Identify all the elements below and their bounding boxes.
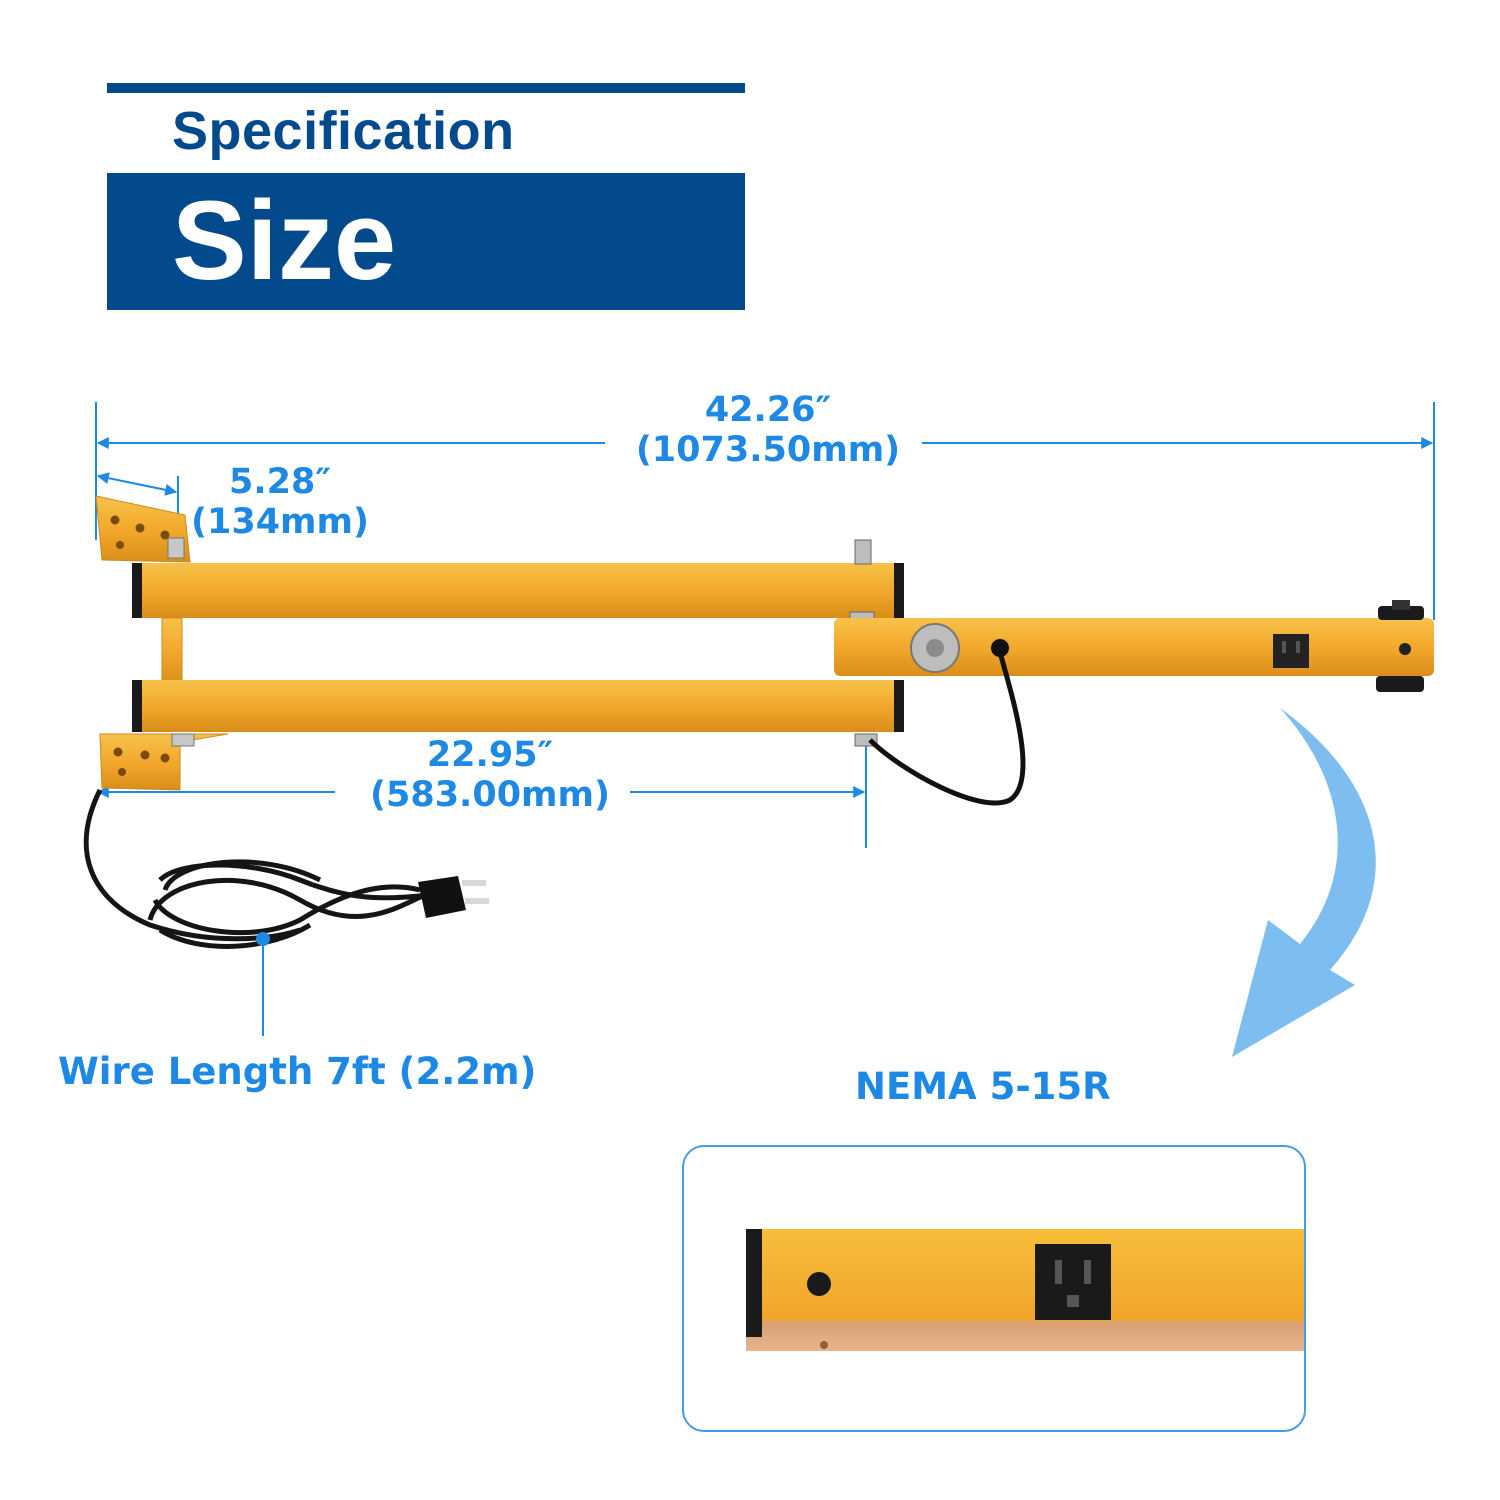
dimension-total-lines: [95, 402, 1435, 620]
header-subtitle: Specification: [172, 101, 515, 161]
outlet-detail-view: [746, 1229, 1306, 1351]
header-band: [107, 173, 745, 310]
power-cord-coil: [83, 788, 431, 949]
mount-hole-icon: [807, 1272, 831, 1296]
dimension-arm-label: 22.95″ (583.00mm): [355, 735, 625, 815]
dimension-bracket-label: 5.28″ (134mm): [180, 462, 380, 542]
outlet-type-label: NEMA 5-15R: [855, 1065, 1111, 1108]
upper-wall-bracket: [95, 495, 191, 563]
header-rule: [107, 83, 745, 93]
wire-length-label: Wire Length 7ft (2.2m): [58, 1050, 537, 1093]
dimension-total-label: 42.26″ (1073.50mm): [618, 390, 918, 470]
plug-icon: [418, 876, 489, 918]
dimension-bracket-metric: (134mm): [191, 502, 369, 542]
wire-callout: [256, 932, 270, 1036]
lower-wall-bracket: [99, 733, 229, 791]
dimension-arm-metric: (583.00mm): [370, 775, 610, 815]
outlet-icon: [1035, 1244, 1111, 1320]
dimension-arm-lines: [96, 745, 867, 848]
internal-cord: [868, 651, 1026, 806]
dimension-bracket-value: 5.28″: [229, 462, 331, 502]
extension-arm: [834, 600, 1434, 692]
outlet-detail-box: [682, 1145, 1306, 1432]
hinge-post: [161, 617, 183, 685]
dimension-arm-value: 22.95″: [426, 735, 554, 775]
curved-arrow: [1232, 708, 1376, 1057]
upper-arm-bar: [132, 539, 904, 625]
dimension-total-metric: (1073.50mm): [635, 430, 901, 470]
dimension-total-value: 42.26″: [704, 390, 832, 430]
header-title: Size: [172, 178, 397, 303]
